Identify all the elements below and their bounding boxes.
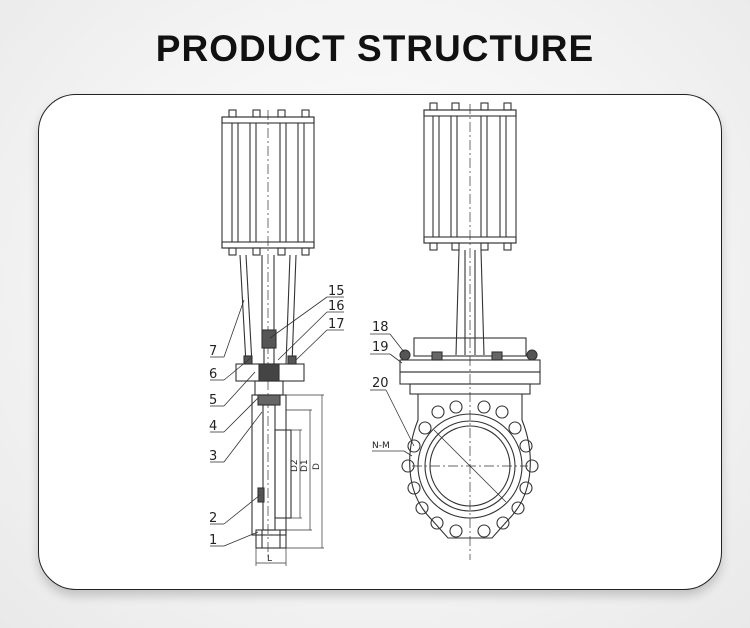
callout-16: 16	[328, 299, 345, 314]
callout-17: 17	[328, 317, 345, 332]
side-body	[251, 394, 287, 536]
drawing-card	[38, 94, 722, 590]
dimension-l: L	[267, 554, 272, 564]
callout-18: 18	[372, 320, 389, 335]
flange-label: N-M	[372, 441, 390, 451]
callout-6: 6	[209, 367, 217, 382]
front-body	[409, 393, 531, 539]
side-view: 7 6 5 4 3 2 1 15 16 17 D2 D1 D L	[209, 109, 345, 566]
callout-1: 1	[209, 533, 217, 548]
dimension-d: D	[312, 463, 322, 470]
front-view: 18 19 20 N-M	[370, 102, 541, 560]
callout-5: 5	[209, 393, 217, 408]
callout-4: 4	[209, 419, 217, 434]
callout-19: 19	[372, 340, 389, 355]
dimension-d2: D2	[290, 459, 300, 472]
callout-7: 7	[209, 344, 217, 359]
callout-3: 3	[209, 449, 217, 464]
callout-2: 2	[209, 511, 217, 526]
callout-15: 15	[328, 284, 345, 299]
callout-20: 20	[372, 376, 389, 391]
page-title: PRODUCT STRUCTURE	[155, 28, 595, 69]
dimension-d1: D1	[300, 459, 310, 472]
